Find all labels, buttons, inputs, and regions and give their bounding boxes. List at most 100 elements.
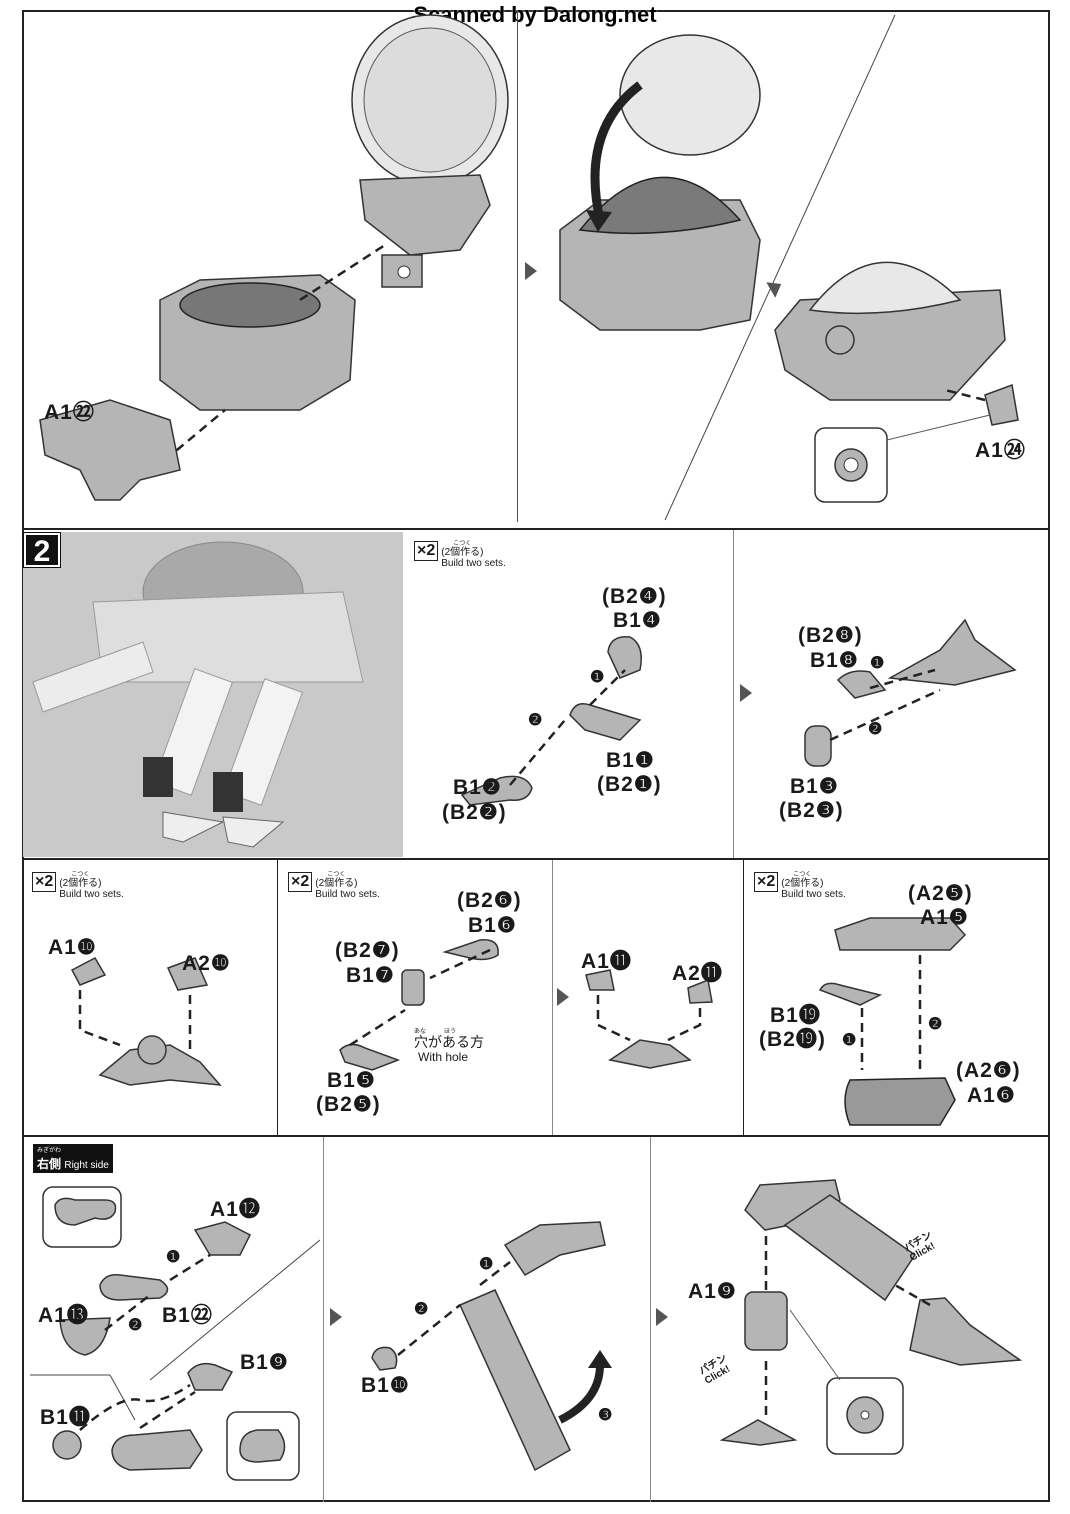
note-en: Build two sets. bbox=[441, 558, 506, 569]
part-a210 bbox=[166, 957, 209, 991]
step2-parts bbox=[460, 618, 1017, 806]
order-marker: ❶ bbox=[842, 1032, 858, 1049]
part-b15 bbox=[339, 1043, 401, 1071]
order-marker: ❶ bbox=[166, 1249, 182, 1266]
part-knee bbox=[503, 1221, 606, 1276]
side-jp: 右側 bbox=[37, 1157, 62, 1171]
part-ankle bbox=[719, 1419, 798, 1446]
part-knee-assembled bbox=[744, 1179, 841, 1231]
part-assembly bbox=[887, 618, 1017, 686]
part-label: A2⓫ bbox=[672, 962, 723, 985]
part-a112 bbox=[193, 1221, 252, 1256]
build-two-sets-note: ×2 こつく(2個作る)Build two sets. bbox=[754, 872, 846, 900]
part-label: A1㉔ bbox=[975, 439, 1026, 462]
part-label: (A2❻) bbox=[956, 1059, 1021, 1082]
part-b11 bbox=[569, 703, 642, 741]
next-arrow bbox=[525, 262, 537, 280]
part-label: B1❻ bbox=[468, 914, 517, 937]
ruby: こつく bbox=[71, 872, 90, 878]
part-label: B1❿ bbox=[361, 1374, 410, 1397]
part-label: A1❻ bbox=[967, 1084, 1016, 1107]
note-jp: (2個作る) bbox=[781, 878, 824, 889]
step2-reference-photo bbox=[23, 532, 403, 857]
divider bbox=[22, 1135, 1050, 1137]
order-marker: ❷ bbox=[868, 721, 884, 738]
ruby: こつく bbox=[327, 872, 346, 878]
part-leg-assembled bbox=[783, 1194, 917, 1302]
ruby: こつく bbox=[453, 541, 472, 547]
part-label: B1❸ bbox=[790, 775, 839, 798]
step1-illustration bbox=[39, 14, 1019, 521]
order-marker: ❷ bbox=[528, 712, 544, 729]
ruby: こつく bbox=[793, 872, 812, 878]
ruby: あな ほう bbox=[414, 1029, 457, 1035]
next-arrow bbox=[740, 684, 752, 702]
next-arrow bbox=[557, 988, 569, 1006]
x2-badge: ×2 bbox=[754, 872, 779, 892]
canopy-open bbox=[619, 34, 761, 156]
part-label: B1⓳ bbox=[770, 1004, 821, 1027]
part-label: A1⓬ bbox=[210, 1198, 261, 1221]
with-hole-note-jp: 穴がある方 bbox=[414, 1034, 484, 1050]
part-b12 bbox=[460, 775, 533, 806]
note-jp: (2個作る) bbox=[59, 878, 102, 889]
divider bbox=[552, 860, 553, 1135]
hatch-part bbox=[359, 174, 491, 256]
finished-dome bbox=[808, 261, 962, 315]
x2-badge: ×2 bbox=[288, 872, 313, 892]
part-joint-2 bbox=[608, 1039, 692, 1069]
part-label: (B2❽) bbox=[798, 624, 863, 647]
part-label: (B2❶) bbox=[597, 773, 662, 796]
part-label: (B2❸) bbox=[779, 799, 844, 822]
rotate-arrow bbox=[558, 1364, 604, 1424]
front-armor-part bbox=[39, 399, 181, 501]
build-two-sets-note: ×2 こつく(2個作る)Build two sets. bbox=[288, 872, 380, 900]
divider bbox=[22, 858, 1050, 860]
part-label: (B2❷) bbox=[442, 801, 507, 824]
part-b18 bbox=[836, 670, 887, 699]
part-label: B1❼ bbox=[346, 964, 395, 987]
part-label: A1❺ bbox=[920, 906, 969, 929]
part-label: A1㉒ bbox=[44, 401, 95, 424]
dome-part bbox=[578, 176, 742, 235]
side-en: Right side bbox=[64, 1160, 109, 1171]
note-jp: (2個作る) bbox=[315, 878, 358, 889]
part-label: B1❶ bbox=[606, 749, 655, 772]
part-label: B1❽ bbox=[810, 649, 859, 672]
divider bbox=[743, 860, 744, 1135]
part-foot bbox=[909, 1297, 1023, 1366]
row3-parts bbox=[70, 917, 967, 1126]
order-marker: ❶ bbox=[870, 655, 886, 672]
with-hole-note-en: With hole bbox=[418, 1050, 469, 1064]
order-marker: ❷ bbox=[414, 1301, 430, 1318]
note-en: Build two sets. bbox=[315, 889, 380, 900]
part-label: B1❺ bbox=[327, 1069, 376, 1092]
note-en: Build two sets. bbox=[781, 889, 846, 900]
part-b14 bbox=[607, 636, 642, 679]
part-b16 bbox=[442, 939, 499, 961]
part-label: (B2❼) bbox=[335, 939, 400, 962]
divider bbox=[650, 1137, 651, 1502]
part-joint bbox=[98, 1044, 222, 1086]
part-label: B1❷ bbox=[453, 776, 502, 799]
part-label: (B2❻) bbox=[457, 889, 522, 912]
part-label: B1㉒ bbox=[162, 1304, 213, 1327]
part-label: B1❾ bbox=[240, 1351, 289, 1374]
part-label: (B2❹) bbox=[602, 585, 667, 608]
right-side-tag: みぎがわ右側 Right side bbox=[33, 1144, 113, 1173]
part-b17 bbox=[401, 969, 425, 1006]
part-label: A1❾ bbox=[688, 1280, 737, 1303]
part-b19 bbox=[187, 1362, 234, 1391]
part-a15 bbox=[834, 917, 967, 951]
part-b110 bbox=[371, 1346, 398, 1371]
order-marker: ❶ bbox=[590, 669, 606, 686]
part-a211 bbox=[687, 978, 713, 1004]
part-label: A1⓭ bbox=[38, 1304, 89, 1327]
part-label: A1❿ bbox=[48, 936, 97, 959]
part-label: A1⓫ bbox=[581, 950, 632, 973]
order-marker: ❶ bbox=[479, 1256, 495, 1273]
note-jp: (2個作る) bbox=[441, 547, 484, 558]
note-en: Build two sets. bbox=[59, 889, 124, 900]
divider bbox=[277, 860, 278, 1135]
